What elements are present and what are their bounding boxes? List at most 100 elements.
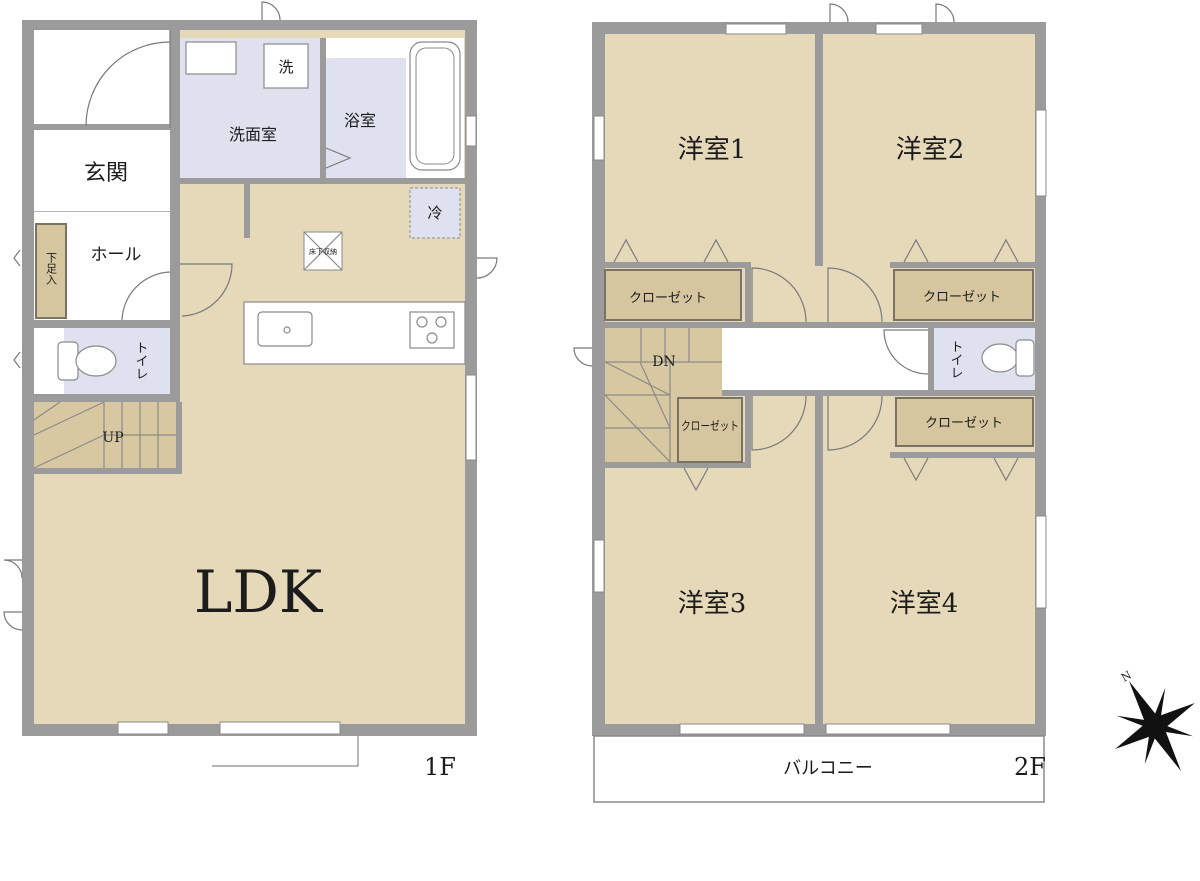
1f-bath-top (320, 38, 406, 58)
2f-closet-b-doors (903, 238, 1019, 263)
1f-fridge (409, 187, 461, 239)
2f-closet-c-doors (903, 457, 1019, 482)
1f-window-4 (465, 115, 477, 147)
1f-window-2 (219, 721, 341, 735)
1f-stair-lines (33, 401, 176, 469)
1f-side-doors (3, 559, 23, 631)
1f-left-marks (13, 249, 21, 369)
2f-window-1 (725, 23, 787, 35)
2f-room1-label: 洋室1 (678, 135, 747, 165)
1f-shoe-cabinet (35, 223, 67, 319)
1f-ldk-label: LDK (194, 558, 324, 626)
1f-window-1 (117, 721, 169, 735)
2f-wall-c6 (890, 452, 1035, 458)
1f-wall-i (34, 468, 180, 474)
1f-stove (409, 311, 455, 349)
1f-washer (263, 43, 309, 89)
1f-toilet-bowl (75, 345, 117, 377)
floor-2f: 洋室1 洋室2 洋室3 洋室4 クローゼット クローゼット クローゼット クロー… (573, 3, 1047, 803)
2f-toilet-tank (1015, 339, 1035, 377)
1f-wall-b (34, 124, 180, 130)
2f-closet-b (893, 269, 1034, 321)
2f-window-6 (1035, 515, 1047, 609)
2f-floor-label: 2F (1014, 753, 1046, 781)
2f-wall-mid-top (815, 34, 823, 266)
1f-window-3 (465, 374, 477, 461)
2f-wall-c5 (605, 462, 750, 468)
1f-wall-g (170, 320, 180, 400)
1f-wall-f (34, 320, 180, 328)
1f-toilet-label: トイレ (133, 341, 148, 380)
1f-wall-c (180, 178, 465, 184)
2f-closet-c-label: クローゼット (925, 416, 1003, 431)
1f-sink (257, 311, 313, 347)
1f-storage-label: 床下収納 (309, 247, 337, 256)
1f-senmen-label: 洗面室 (229, 125, 277, 144)
2f-stair-lines (604, 328, 722, 463)
2f-closet-b-label: クローゼット (923, 290, 1001, 305)
1f-genkan-floor (34, 130, 170, 212)
1f-shoes-label: 下足入 (45, 252, 58, 285)
1f-bath-floor (326, 58, 406, 178)
1f-washbasin (185, 41, 237, 75)
2f-closet-d (677, 397, 743, 463)
2f-closet-a-doors (613, 238, 729, 263)
floor-1f: LDK 玄関 ホール 洗面室 浴室 洗 冷 UP トイレ 下足入 床下収納 1F (3, 1, 498, 781)
2f-closet-a-label: クローゼット (629, 291, 707, 306)
1f-floor-label: 1F (424, 753, 456, 781)
1f-bath-label: 浴室 (344, 111, 376, 130)
1f-bath-door (325, 147, 352, 169)
2f-window-4 (1035, 109, 1047, 197)
2f-window-5 (593, 539, 605, 593)
2f-closet-d-label: クローゼット (681, 419, 739, 433)
2f-door-room1 (751, 267, 807, 323)
2f-closet-a (604, 269, 742, 321)
2f-balcony (593, 735, 1045, 803)
2f-wall-c4 (605, 390, 1035, 396)
2f-room4-label: 洋室4 (890, 589, 959, 619)
2f-door-room4 (827, 395, 883, 451)
2f-toilet-bowl (981, 343, 1019, 373)
2f-door-room3 (751, 395, 807, 451)
1f-bathtub (409, 41, 461, 171)
compass-rose (1115, 680, 1195, 772)
2f-room3-label: 洋室3 (678, 589, 747, 619)
1f-hall-door (121, 271, 171, 321)
2f-wall-c2 (890, 262, 1035, 268)
2f-hallway (722, 328, 928, 390)
1f-hall-label: ホール (91, 245, 142, 265)
1f-wall-h (34, 394, 180, 402)
1f-porch (34, 30, 170, 126)
1f-terrace-line (212, 736, 359, 767)
2f-top-doors (829, 3, 955, 23)
2f-wall-mid-bottom (815, 390, 823, 724)
1f-toilet-tank (57, 341, 79, 381)
2f-wall-c1 (605, 262, 750, 268)
2f-window-3 (593, 115, 605, 161)
1f-wall-j (176, 402, 182, 474)
1f-wall-a (170, 30, 180, 320)
2f-dn-label: DN (652, 354, 675, 370)
2f-window-8 (825, 723, 951, 735)
1f-genkan-label: 玄関 (84, 161, 128, 186)
2f-closet-d-door (683, 467, 709, 492)
2f-balcony-label: バルコニー (783, 758, 873, 779)
2f-closet-c (895, 397, 1034, 447)
1f-top-door (261, 1, 281, 21)
1f-up-label: UP (102, 430, 123, 446)
1f-rei-label: 冷 (427, 204, 442, 222)
1f-wall-d (320, 38, 326, 178)
1f-wall-e (244, 178, 250, 238)
2f-door-toilet (883, 329, 929, 375)
2f-left-door (573, 347, 593, 367)
1f-sen-label: 洗 (278, 58, 293, 76)
2f-room2-label: 洋室2 (896, 135, 965, 165)
2f-door-room2 (827, 267, 883, 323)
2f-toilet-wall (928, 322, 934, 396)
1f-ldk-door (180, 263, 233, 317)
1f-entrance-door (85, 30, 171, 128)
2f-window-2 (875, 23, 923, 35)
2f-toilet-label: トイレ (948, 340, 963, 379)
2f-wall-c3 (605, 322, 1035, 328)
